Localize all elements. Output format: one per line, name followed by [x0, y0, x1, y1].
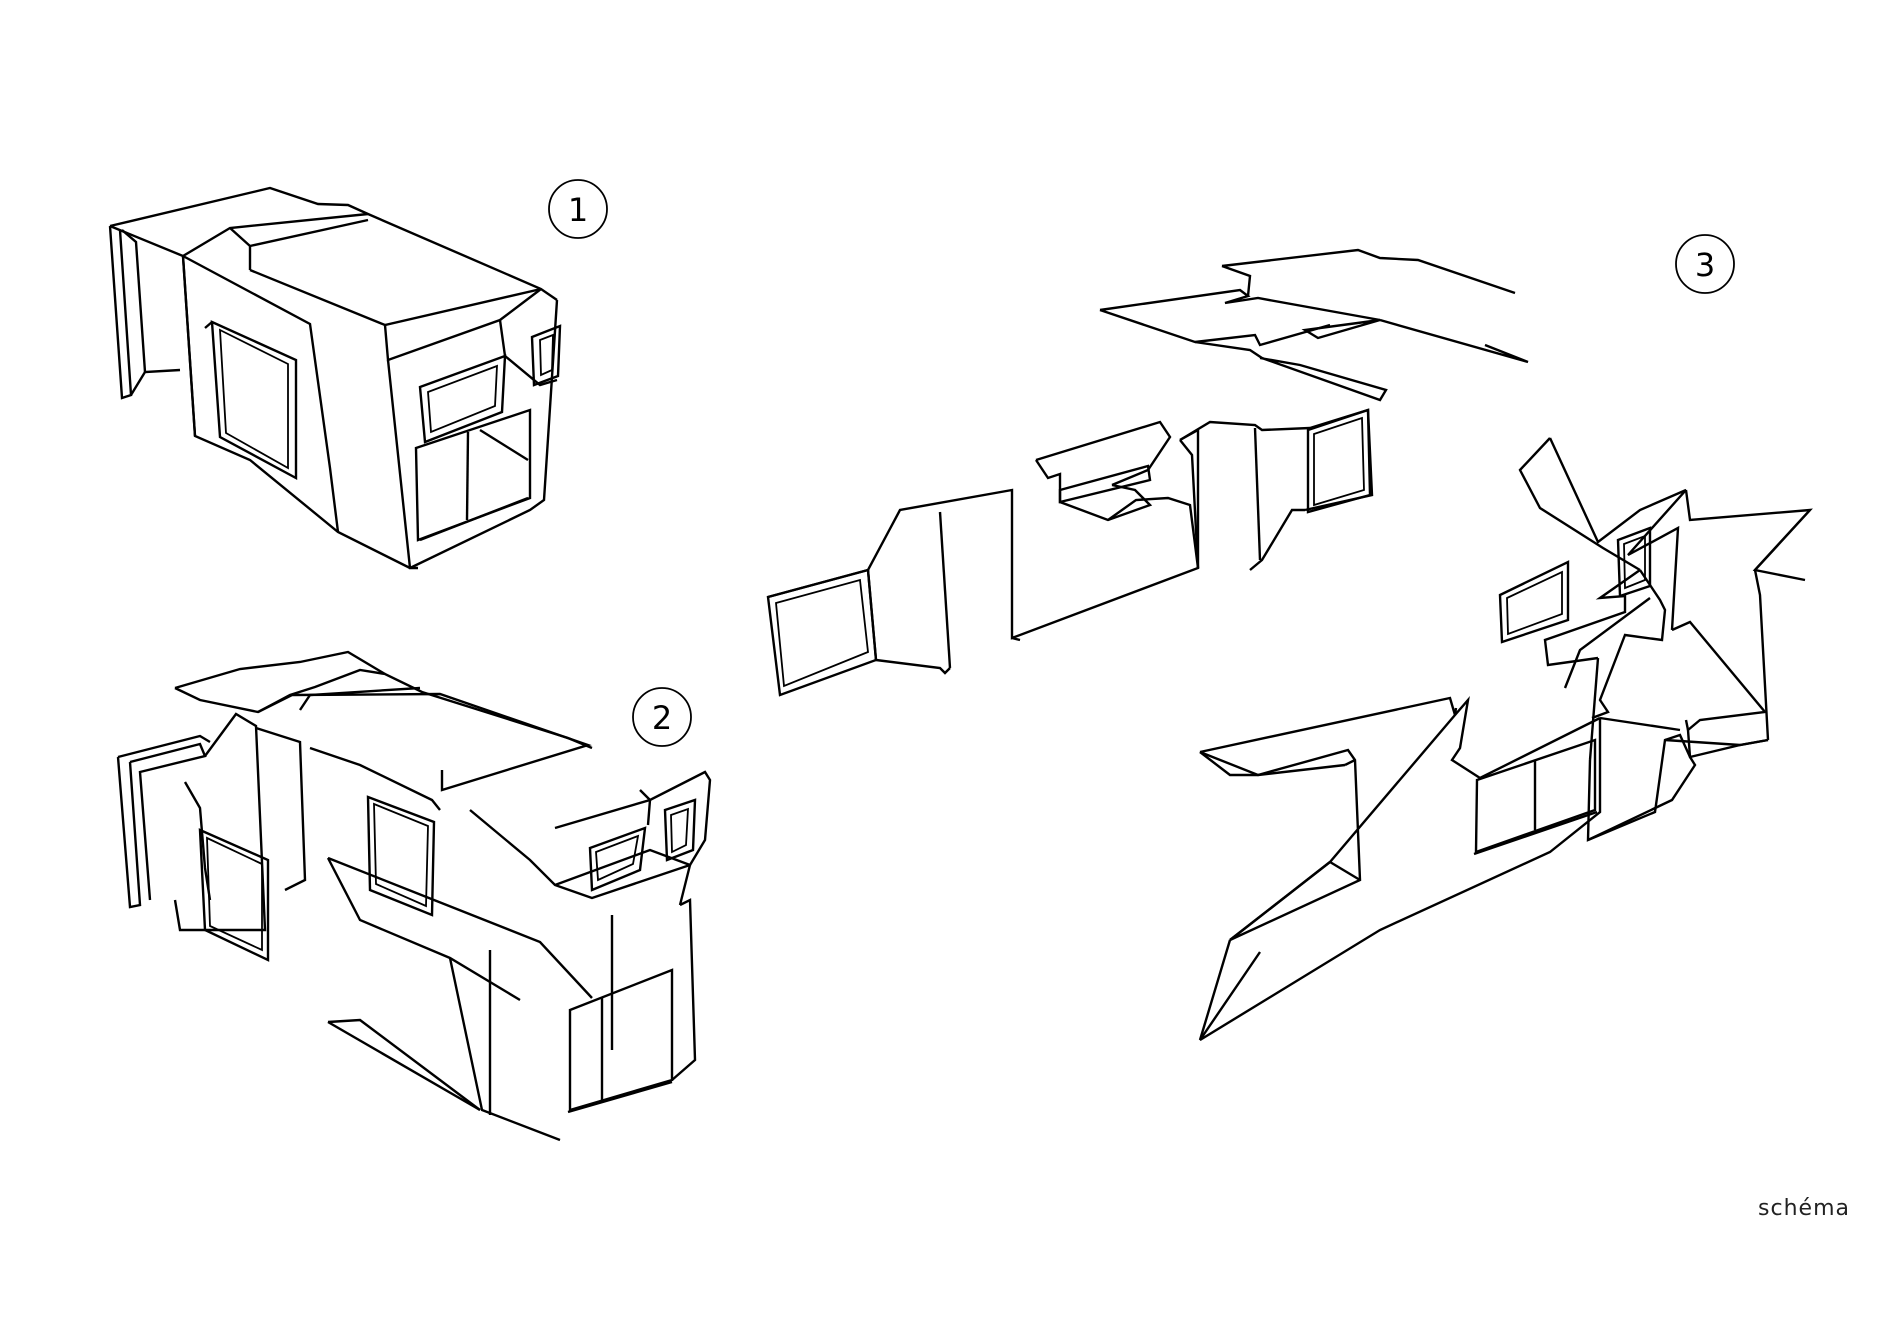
diagram-caption: schéma — [1758, 1196, 1850, 1221]
step-badge-1: 1 — [548, 179, 608, 239]
step-badge-label: 3 — [1695, 246, 1715, 284]
step-badge-label: 2 — [652, 699, 672, 737]
exploded-module-drawing — [116, 650, 712, 1142]
step-badge-3: 3 — [1675, 234, 1735, 294]
step-badge-2: 2 — [632, 687, 692, 747]
assembled-module-drawing — [108, 186, 562, 570]
unfolded-pattern-drawing — [766, 248, 1813, 1042]
step-badge-label: 1 — [568, 191, 588, 229]
